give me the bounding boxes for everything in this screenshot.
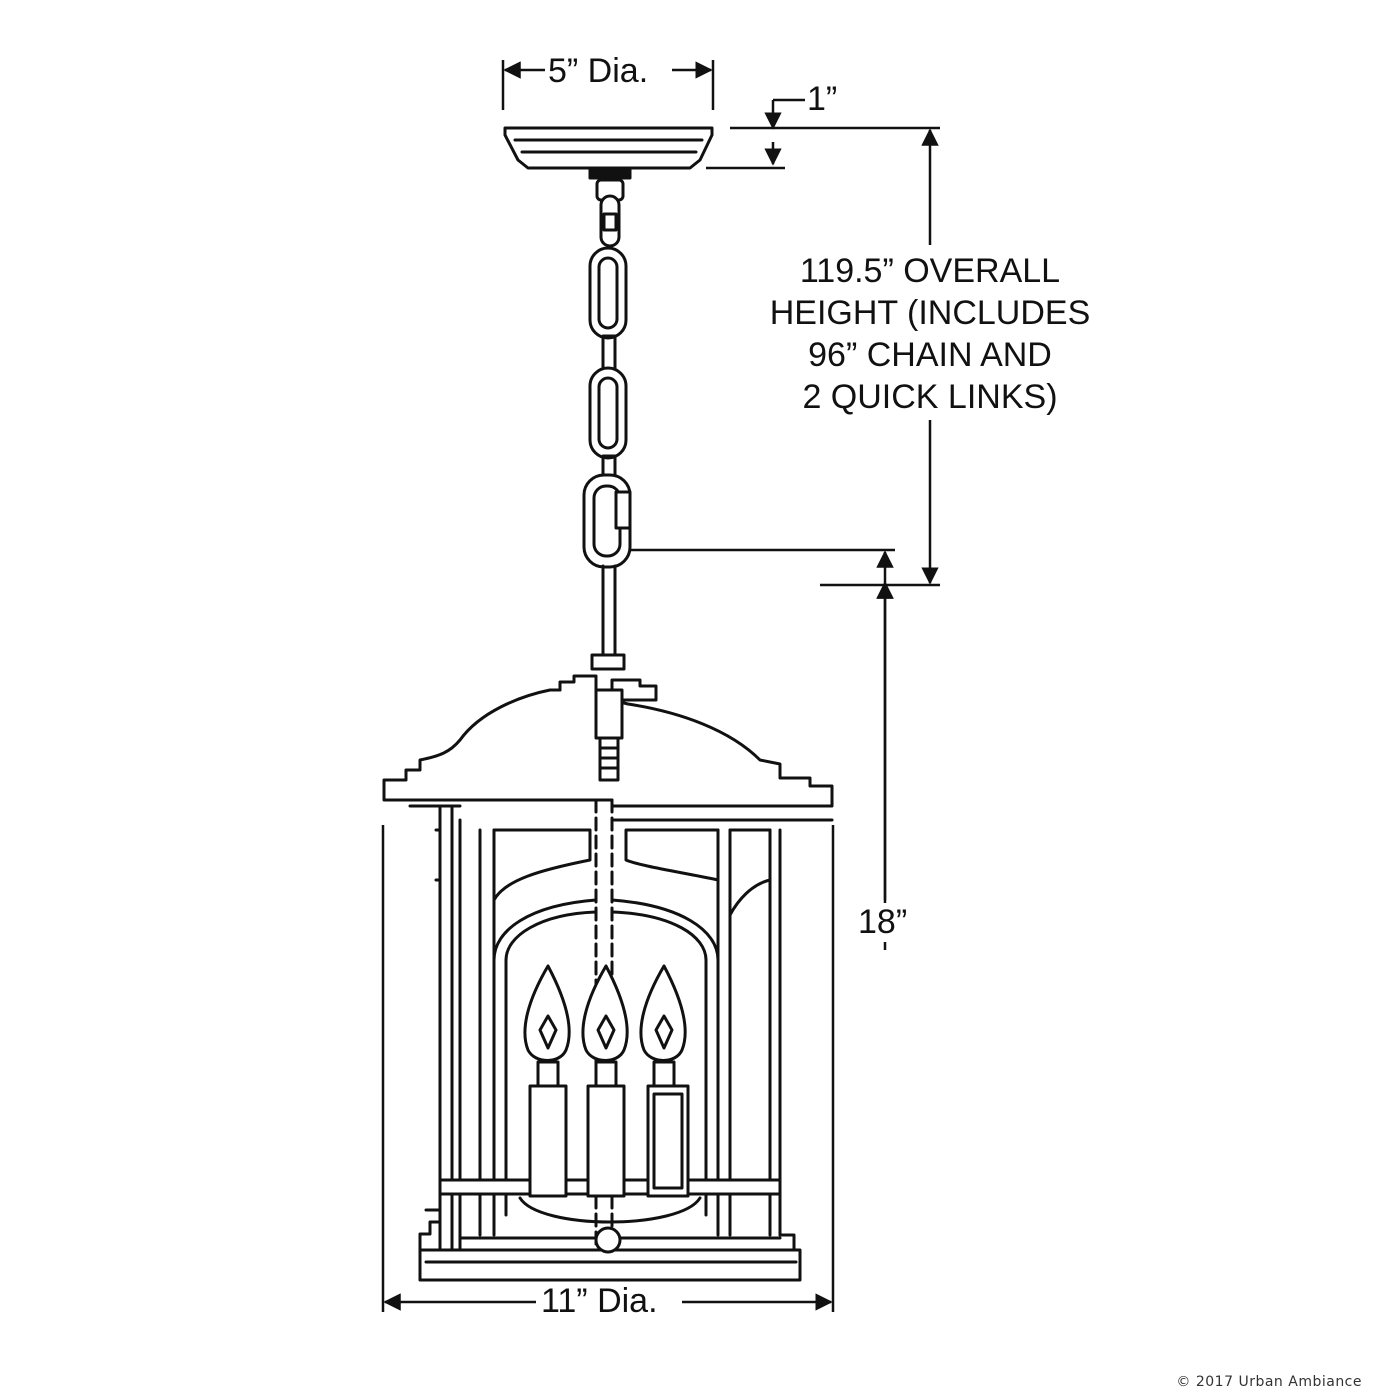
fixture-diameter-dimension (381, 825, 835, 1312)
overall-height-label: 119.5” OVERALL HEIGHT (INCLUDES 96” CHAI… (735, 250, 1125, 418)
overall-height-line-1: 119.5” OVERALL (799, 252, 1061, 290)
chain (582, 178, 632, 671)
copyright-notice: © 2017 Urban Ambiance (1176, 1374, 1362, 1390)
candle-left (523, 964, 571, 1198)
candle-right (639, 964, 690, 1198)
overall-height-line-2: HEIGHT (INCLUDES (769, 294, 1091, 332)
overall-height-line-4: 2 QUICK LINKS) (802, 378, 1058, 416)
fixture-diameter-label: 11” Dia. (541, 1282, 658, 1321)
overall-height-line-3: 96” CHAIN AND (808, 336, 1052, 374)
canopy-diameter-label: 5” Dia. (548, 52, 649, 91)
fixture-height-label: 18” (858, 903, 908, 942)
canopy (503, 126, 714, 180)
candle-center (581, 964, 629, 1198)
fixture-height-dimension (630, 548, 895, 950)
canopy-height-dimension (706, 98, 805, 170)
lantern-top (382, 674, 834, 822)
lantern-body (418, 804, 802, 1282)
canopy-diameter-dimension (501, 60, 715, 110)
canopy-height-label: 1” (807, 80, 838, 119)
